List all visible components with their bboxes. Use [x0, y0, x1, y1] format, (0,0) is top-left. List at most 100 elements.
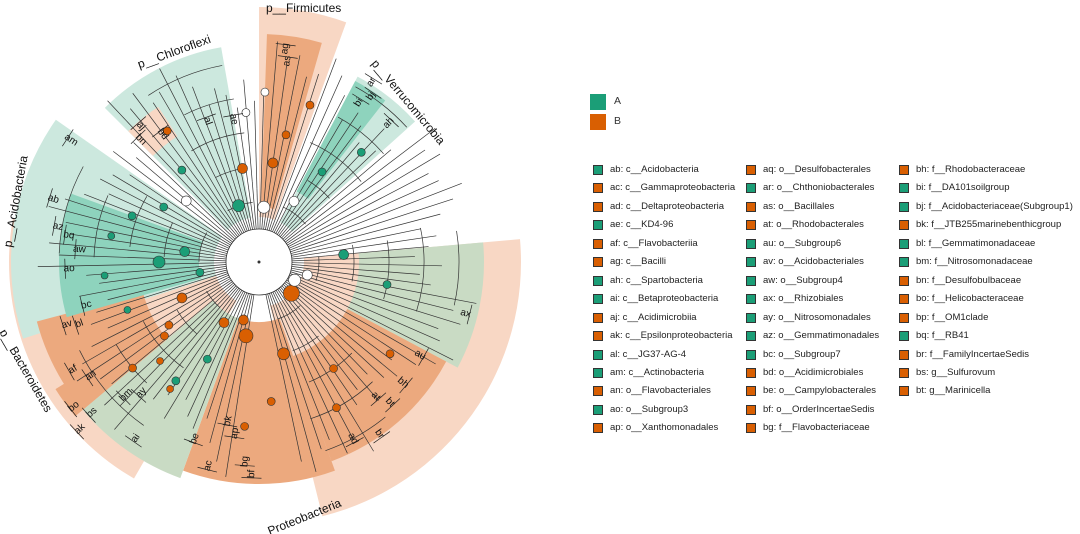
legend-swatch: [593, 238, 603, 249]
clade-label-bar: [370, 392, 387, 407]
tree-arc: [310, 142, 362, 182]
legend-swatch: [593, 331, 603, 342]
tree-branch: [230, 291, 246, 323]
tree-branch: [312, 278, 461, 325]
group-a-swatch: [590, 94, 606, 110]
tree-branch: [185, 266, 227, 273]
tree-branch: [307, 312, 368, 375]
tree-branch: [288, 235, 317, 249]
clade-label-bar: [364, 86, 382, 99]
clade-label-bd: bd: [155, 127, 170, 143]
root-node: [257, 260, 261, 264]
tree-branch: [260, 88, 265, 198]
tree-arc: [416, 227, 425, 312]
legend-swatch: [899, 220, 909, 231]
tree-branch: [309, 149, 426, 229]
legend-text: ah: c__Spartobacteria: [610, 274, 703, 286]
legend-swatch: [899, 312, 909, 323]
tree-branch: [335, 235, 437, 252]
tree-branch: [216, 279, 232, 291]
sector-verrucomicrobia: [280, 76, 416, 232]
legend-text: ap: o__Xanthomonadales: [610, 422, 719, 434]
clade-labels: agasakbjbiahawabambsboaraxaiacadbtatauap…: [46, 42, 473, 479]
legend-text: bh: f__Rhodobacteraceae: [916, 164, 1026, 175]
tree-node: [127, 211, 137, 221]
legend-text: bp: f__OM1clade: [916, 311, 989, 323]
tree-branch: [48, 206, 210, 250]
tree-branch: [312, 150, 377, 212]
clade-label-bar: [124, 435, 142, 448]
tree-branch: [130, 108, 221, 216]
clade-label-bk: bk: [222, 414, 235, 427]
tree-branch: [119, 305, 218, 407]
legend-swatch: [899, 238, 909, 249]
tree-node: [281, 130, 291, 140]
clade-label-be: be: [188, 431, 202, 446]
tree-branch: [270, 214, 278, 232]
clade-label-bar: [277, 55, 298, 59]
tree-branch: [317, 276, 454, 311]
clade-label-bar: [275, 43, 296, 47]
tree-branch: [135, 157, 204, 215]
tree-branch: [269, 293, 280, 322]
clade-label-bar: [217, 422, 238, 428]
tree-branch: [291, 262, 340, 265]
tree-branch: [197, 249, 227, 256]
tree-branch: [190, 269, 228, 280]
tree-node: [160, 331, 169, 341]
legend-text: bt: g__Marinicella: [916, 385, 991, 397]
tree-branch: [295, 315, 358, 406]
tree-branch: [301, 112, 359, 198]
tree-branch: [193, 274, 229, 292]
tree-branch: [208, 104, 238, 194]
tree-branch: [219, 215, 239, 237]
tree-branch: [202, 213, 235, 241]
legend-text: ax: o__Rhizobiales: [763, 293, 844, 305]
legend-swatch: [746, 331, 756, 342]
clade-label-bar: [418, 348, 429, 366]
legend-swatch: [746, 165, 756, 175]
legend-swatch: [746, 294, 756, 305]
legend-swatch: [899, 201, 909, 212]
tree-branch: [211, 254, 227, 258]
legend-text: aq: o__Desulfobacterales: [763, 164, 871, 175]
tree-branch: [153, 313, 220, 400]
clade-label-bar: [59, 316, 67, 336]
legend-text: ae: c__KD4-96: [610, 219, 674, 231]
tree-branch: [304, 278, 439, 329]
sector-ab: [59, 193, 203, 318]
tree-node: [164, 320, 174, 330]
tree-branch: [235, 216, 245, 233]
clade-label-bar: [130, 129, 146, 145]
tree-branch: [64, 198, 205, 245]
tree-branch: [194, 212, 233, 243]
tree-branch: [272, 291, 283, 313]
tree-branch: [113, 151, 195, 214]
clade-label-ao: ao: [63, 263, 75, 274]
tree-branch: [58, 254, 199, 261]
tree-node: [385, 349, 395, 359]
tree-arc: [307, 180, 330, 199]
tree-branch: [303, 320, 358, 390]
clade-label-bar: [71, 315, 80, 335]
tree-branch: [163, 331, 218, 419]
tree-branch: [323, 270, 431, 286]
tree-arc: [176, 309, 198, 335]
tree-branch: [276, 58, 337, 215]
tree-branch: [291, 250, 336, 258]
tree-arc: [315, 256, 320, 282]
tree-branch: [281, 202, 315, 239]
clade-label-bar: [364, 73, 383, 85]
clade-label-bq: bq: [63, 229, 76, 241]
legend-swatch: [593, 257, 603, 268]
tree-branch: [304, 284, 454, 361]
tree-node: [257, 200, 271, 214]
tree-branch: [328, 307, 417, 365]
tree-arc: [93, 195, 109, 258]
tree-arc: [337, 116, 384, 154]
group-b-swatch: [590, 114, 606, 130]
tree-branch: [232, 221, 242, 235]
group-legend-item-a: A: [590, 94, 670, 110]
tree-node: [317, 167, 327, 177]
clade-label-bar: [52, 215, 57, 236]
